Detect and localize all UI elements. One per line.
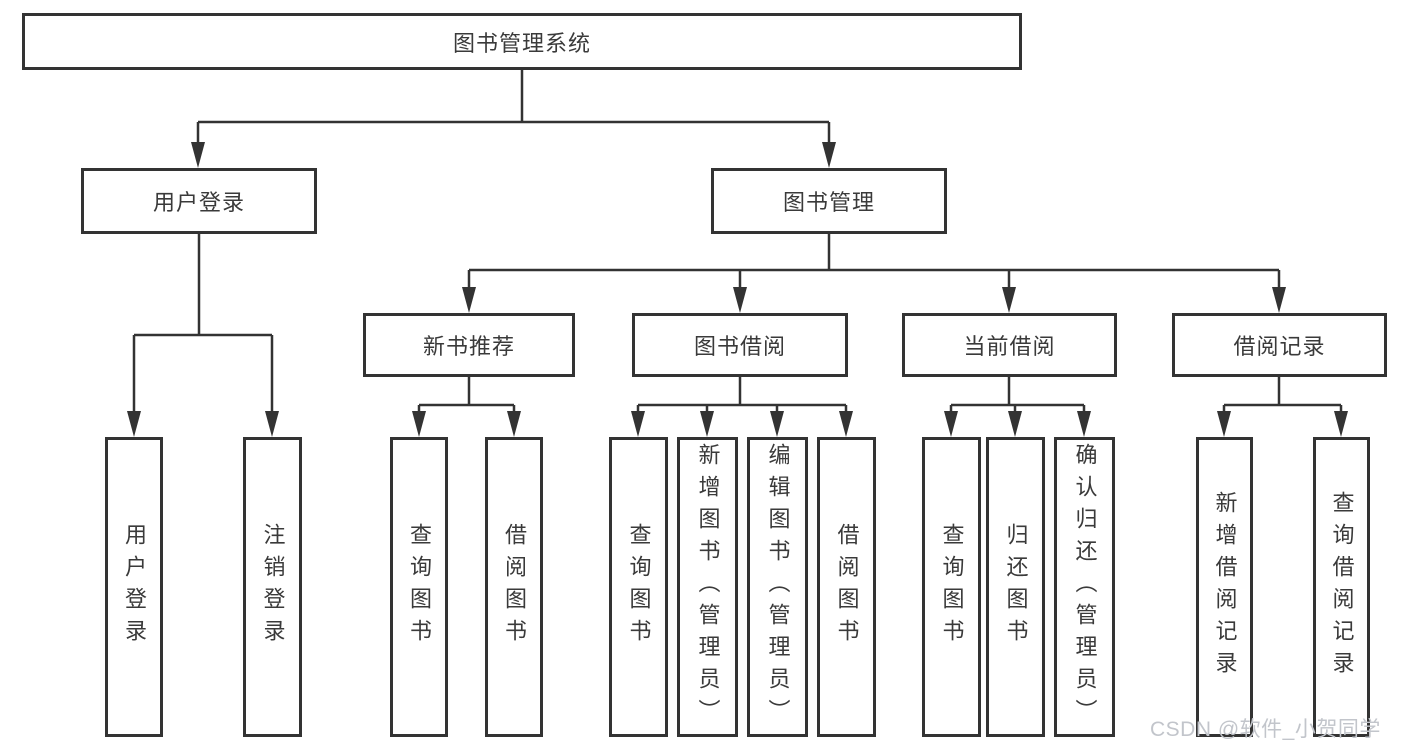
node-label: 查询图书 <box>626 523 652 651</box>
node-label: 查询图书 <box>939 523 965 651</box>
node-label: 用户登录 <box>122 523 147 651</box>
node-label: 注销登录 <box>260 523 286 651</box>
node-label: 新增图书（管理员） <box>695 443 721 731</box>
leaf-borrow-books-recommend: 借阅图书 <box>485 437 543 737</box>
leaf-query-books-current: 查询图书 <box>922 437 981 737</box>
leaf-edit-books-admin: 编辑图书（管理员） <box>747 437 808 737</box>
leaf-query-books-recommend: 查询图书 <box>390 437 448 737</box>
node-label: 借阅记录 <box>1233 334 1326 359</box>
node-label: 编辑图书（管理员） <box>765 443 791 731</box>
leaf-query-borrow-record: 查询借阅记录 <box>1313 437 1370 737</box>
leaf-user-login: 用户登录 <box>105 437 163 737</box>
connector-book-borrow-branch <box>636 377 848 414</box>
connector-user-login-branch <box>132 234 274 414</box>
leaf-add-books-admin: 新增图书（管理员） <box>677 437 738 737</box>
connector-borrow-records-branch <box>1222 377 1343 414</box>
node-current-borrowing: 当前借阅 <box>902 313 1117 377</box>
node-label: 借阅图书 <box>502 523 527 651</box>
node-label: 图书借阅 <box>693 334 786 359</box>
node-label: 新书推荐 <box>422 334 515 359</box>
connector-current-borrow-branch <box>949 377 1086 414</box>
node-user-login: 用户登录 <box>81 168 317 234</box>
leaf-return-books: 归还图书 <box>986 437 1045 737</box>
connector-new-book-branch <box>417 377 516 414</box>
leaf-borrow-books: 借阅图书 <box>817 437 876 737</box>
node-label: 图书管理系统 <box>452 30 591 56</box>
node-label: 借阅图书 <box>834 523 860 651</box>
node-label: 当前借阅 <box>963 334 1056 359</box>
leaf-add-borrow-record: 新增借阅记录 <box>1196 437 1253 737</box>
leaf-confirm-return-admin: 确认归还（管理员） <box>1054 437 1115 737</box>
node-label: 查询图书 <box>407 523 432 651</box>
arrowheads <box>127 142 1348 437</box>
watermark-csdn: CSDN @软件_小贺同学 <box>1150 718 1381 741</box>
node-label: 新增借阅记录 <box>1212 491 1238 683</box>
node-label: 图书管理 <box>782 190 875 215</box>
node-label: 确认归还（管理员） <box>1072 443 1098 731</box>
connector-level1 <box>196 70 831 146</box>
node-label: 归还图书 <box>1003 523 1029 651</box>
node-library-management-system: 图书管理系统 <box>22 13 1022 70</box>
leaf-query-books-borrow: 查询图书 <box>609 437 668 737</box>
node-borrowing-records: 借阅记录 <box>1172 313 1387 377</box>
connector-book-management-branch <box>467 234 1281 290</box>
node-new-book-recommendation: 新书推荐 <box>363 313 575 377</box>
node-label: 查询借阅记录 <box>1329 491 1355 683</box>
node-book-borrowing: 图书借阅 <box>632 313 848 377</box>
leaf-logout: 注销登录 <box>243 437 302 737</box>
node-book-management: 图书管理 <box>711 168 947 234</box>
node-label: 用户登录 <box>152 190 245 215</box>
